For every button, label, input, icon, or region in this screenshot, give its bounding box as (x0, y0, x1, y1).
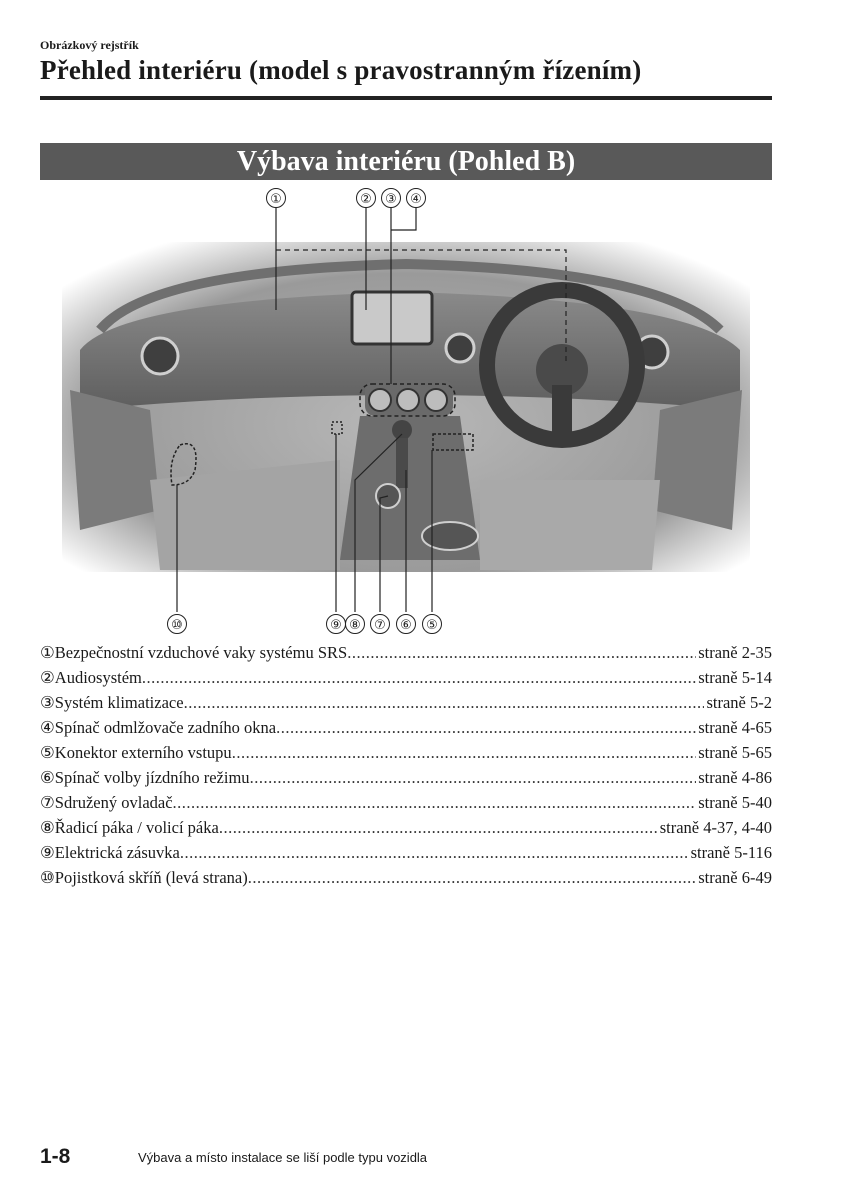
legend-label: Spínač volby jízdního režimu (54, 768, 250, 787)
left-air-vent (140, 336, 180, 376)
legend-page-ref: straně 5-14 (698, 668, 772, 687)
legend-item: ② Audiosystém straně 5-14 (40, 665, 772, 690)
legend-label: Konektor externího vstupu (54, 743, 232, 762)
leader-dots (184, 690, 705, 715)
callout-5: ⑤ (426, 618, 438, 633)
leader-dots (232, 740, 697, 765)
legend-num: ⑧ (40, 818, 55, 837)
callout-8: ⑧ (349, 618, 361, 633)
legend-page-ref: straně 4-37, 4-40 (659, 818, 772, 837)
legend-label: Pojistková skříň (levá strana) (54, 868, 248, 887)
callout-9: ⑨ (330, 618, 342, 633)
callout-4: ④ (410, 192, 422, 207)
callout-6: ⑥ (400, 618, 412, 633)
climate-knob-right (424, 388, 448, 412)
legend-list: ① Bezpečnostní vzduchové vaky systému SR… (40, 640, 772, 890)
page-number: 1-8 (40, 1145, 71, 1168)
legend-num: ④ (40, 718, 55, 737)
legend-label: Audiosystém (54, 668, 142, 687)
leader-dots (248, 865, 697, 890)
climate-knob-center (396, 388, 420, 412)
legend-item: ⑧ Řadicí páka / volicí páka straně 4-37,… (40, 815, 772, 840)
leader-dots (276, 715, 696, 740)
leader-dots (347, 640, 696, 665)
page-title: Přehled interiéru (model s pravostranným… (40, 55, 642, 85)
legend-page-ref: straně 4-65 (698, 718, 772, 737)
callout-7: ⑦ (374, 618, 386, 633)
legend-num: ⑦ (40, 793, 55, 812)
legend-page-ref: straně 6-49 (698, 868, 772, 887)
leader-dots (250, 765, 697, 790)
footer-note: Výbava a místo instalace se liší podle t… (138, 1150, 428, 1165)
legend-num: ⑤ (40, 743, 55, 762)
legend-page-ref: straně 2-35 (698, 643, 772, 662)
legend-label: Sdružený ovladač (54, 793, 173, 812)
legend-num: ① (40, 643, 55, 662)
legend-page-ref: straně 5-2 (706, 693, 772, 712)
section-label: Obrázkový rejstřík (40, 38, 139, 52)
legend-item: ⑨ Elektrická zásuvka straně 5-116 (40, 840, 772, 865)
legend-page-ref: straně 4-86 (698, 768, 772, 787)
legend-num: ⑨ (40, 843, 55, 862)
legend-label: Systém klimatizace (54, 693, 184, 712)
climate-knob-left (368, 388, 392, 412)
aux-highlight (432, 433, 474, 451)
callout-1: ① (270, 192, 282, 207)
legend-page-ref: straně 5-65 (698, 743, 772, 762)
legend-page-ref: straně 5-116 (690, 843, 772, 862)
callout-10: ⑩ (171, 618, 183, 633)
outlet-highlight (331, 421, 343, 435)
legend-num: ③ (40, 693, 55, 712)
title-rule (40, 96, 772, 100)
fusebox-highlight (170, 443, 197, 486)
windshield-frame (96, 258, 724, 334)
floor-area (150, 460, 340, 570)
legend-item: ⑦ Sdružený ovladač straně 5-40 (40, 790, 772, 815)
legend-label: Elektrická zásuvka (54, 843, 180, 862)
center-air-vent (444, 332, 476, 364)
climate-highlight (359, 383, 456, 417)
legend-item: ⑥ Spínač volby jízdního režimu straně 4-… (40, 765, 772, 790)
interior-figure: ① ② ③ ④ ⑤ ⑥ ⑦ ⑧ ⑨ ⑩ (40, 180, 772, 640)
legend-num: ② (40, 668, 55, 687)
left-door (70, 390, 160, 530)
audio-display (350, 290, 434, 346)
section-banner: Výbava interiéru (Pohled B) (40, 143, 772, 180)
driver-seat-area (480, 480, 660, 570)
callout-2: ② (360, 192, 372, 207)
gear-lever (392, 420, 412, 440)
legend-label: Řadicí páka / volicí páka (54, 818, 219, 837)
callout-3: ③ (385, 192, 397, 207)
legend-item: ③ Systém klimatizace straně 5-2 (40, 690, 772, 715)
right-door (652, 390, 742, 530)
legend-num: ⑩ (40, 868, 55, 887)
legend-label: Bezpečnostní vzduchové vaky systému SRS (54, 643, 348, 662)
leader-dots (180, 840, 689, 865)
legend-label: Spínač odmlžovače zadního okna (54, 718, 277, 737)
legend-item: ① Bezpečnostní vzduchové vaky systému SR… (40, 640, 772, 665)
leader-dots (219, 815, 658, 840)
legend-page-ref: straně 5-40 (698, 793, 772, 812)
leader-dots (142, 665, 696, 690)
leader-dots (173, 790, 697, 815)
interior-illustration: ① ② ③ ④ ⑤ ⑥ ⑦ ⑧ ⑨ ⑩ (62, 188, 750, 634)
airbag-bracket (276, 249, 567, 365)
cup-holder (421, 521, 479, 551)
steering-wheel (479, 282, 645, 448)
legend-item: ⑤ Konektor externího vstupu straně 5-65 (40, 740, 772, 765)
legend-item: ⑩ Pojistková skříň (levá strana) straně … (40, 865, 772, 890)
legend-item: ④ Spínač odmlžovače zadního okna straně … (40, 715, 772, 740)
legend-num: ⑥ (40, 768, 55, 787)
